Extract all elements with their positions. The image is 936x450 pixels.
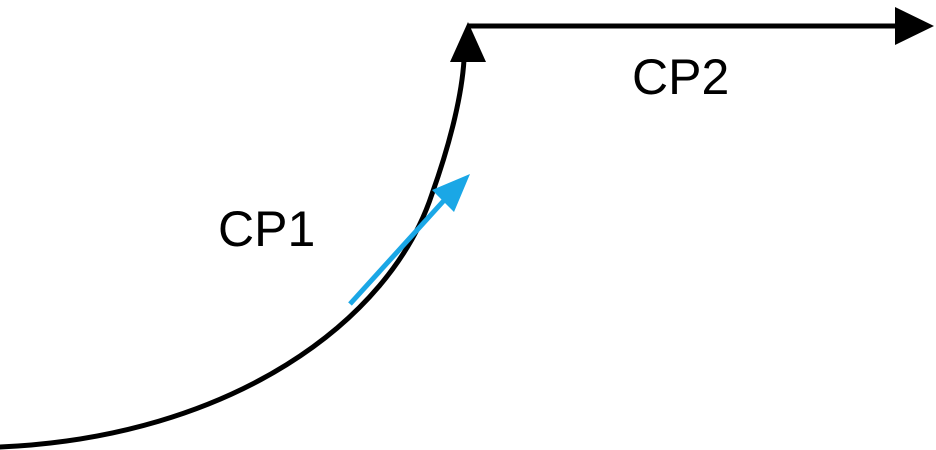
tangent-vector (348, 194, 450, 306)
tangent-arrowhead (432, 174, 470, 212)
cp2-label: CP2 (632, 49, 730, 105)
cp1-curve (0, 57, 467, 450)
cp2-arrowhead (895, 7, 934, 45)
cp1-label: CP1 (218, 201, 316, 257)
cp1-arrowhead (450, 22, 486, 62)
